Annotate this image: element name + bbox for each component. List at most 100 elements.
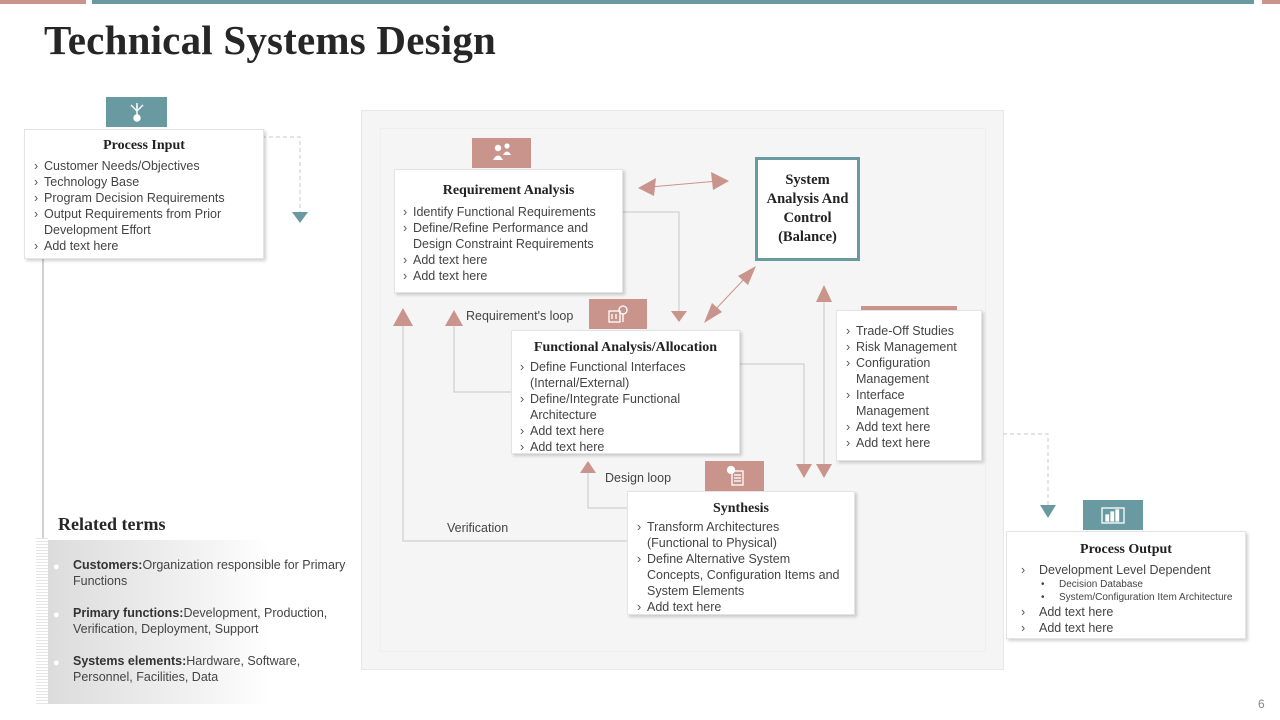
gear-document-icon [726,465,744,486]
arrow-down-synthesis [796,464,812,478]
bar-chart-icon [1101,507,1125,524]
arrow-up-balance [816,285,832,302]
related-term-item: ● Systems elements:Hardware, Software, P… [53,653,348,685]
functional-analysis-title: Functional Analysis/Allocation [533,340,718,355]
req-to-func-connector [622,211,680,312]
synthesis-icon-tab [705,461,764,491]
list-item: Output Requirements from Prior Developme… [34,206,255,238]
tradeoff-accent-bar [861,306,957,310]
list-item: Risk Management [846,339,973,355]
list-item: Development Level Dependent [1021,562,1237,578]
list-item: Transform Architectures (Functional to P… [637,519,844,551]
process-output-list: Development Level Dependent •Decision Da… [1021,562,1237,636]
process-input-card: Process Input Customer Needs/Objectives … [24,129,264,259]
list-item: Identify Functional Requirements [403,204,612,220]
list-item: Add text here [846,435,973,451]
requirements-loop-connector [453,325,512,393]
system-analysis-title: System Analysis And Control (Balance) [766,172,849,245]
synthesis-title: Synthesis [712,501,770,516]
sub-bullet-text: Decision Database [1059,579,1143,590]
list-item: Add text here [403,252,612,268]
term-description: Hardware, Software, Personnel, Facilitie… [73,654,301,684]
bullet-dot-icon: ● [53,609,60,621]
list-item: Add text here [520,423,729,439]
list-item: Add text here [520,439,729,455]
input-dashed-connector [262,136,301,212]
top-accent-bar-right [1262,0,1280,4]
synthesis-list: Transform Architectures (Functional to P… [637,519,844,615]
sub-bullet-item: •System/Configuration Item Architecture [1041,592,1233,603]
process-input-list: Customer Needs/Objectives Technology Bas… [34,158,255,254]
list-item: Add text here [846,419,973,435]
tradeoff-card: Trade-Off Studies Risk Management Config… [836,310,982,461]
functional-analysis-card: Functional Analysis/Allocation Define Fu… [511,330,740,455]
requirement-analysis-icon-tab [472,138,531,168]
sub-bullet-item: •Decision Database [1041,579,1143,590]
top-accent-bar-left [0,0,86,4]
process-input-icon-tab [106,97,167,127]
arrow-up-verification [393,308,413,326]
term-label: Customers: [73,558,143,572]
design-loop-connector [587,473,628,509]
func-to-synth-connector [739,363,805,465]
term-label: Primary functions: [73,606,184,620]
related-terms-list: ● Customers:Organization responsible for… [53,557,348,685]
design-loop-label: Design loop [605,471,672,485]
branch-icon [130,103,143,122]
arrow-up-design-loop [580,461,596,473]
arrow-balance-head [738,266,756,285]
process-output-title: Process Output [1080,542,1172,557]
term-label: Systems elements: [73,654,187,668]
requirement-analysis-list: Identify Functional Requirements Define/… [403,204,612,284]
tradeoff-list: Trade-Off Studies Risk Management Config… [846,323,973,451]
arrow-down-balance [816,464,832,478]
arrow-down-input [292,212,308,223]
list-item: Trade-Off Studies [846,323,973,339]
process-output-card: Process Output Development Level Depende… [1006,531,1246,639]
list-item: Add text here [34,238,255,254]
arrow-func-head [704,303,722,323]
list-item: Interface Management [846,387,973,419]
list-item: Define Functional Interfaces (Internal/E… [520,359,729,391]
diagram-panel-inner-frame [380,128,986,652]
slide-title: Technical Systems Design [44,17,497,63]
verification-label: Verification [447,521,509,535]
bullet-dot-icon: ● [53,657,60,669]
list-item: Define Alternative System Concepts, Conf… [637,551,844,599]
list-item: Add text here [403,268,612,284]
list-item: Configuration Management [846,355,973,387]
page-number: 6 [1258,697,1265,711]
synthesis-card: Synthesis Transform Architectures (Funct… [627,491,855,615]
output-dashed-connector [1003,433,1049,505]
process-output-icon-tab [1083,500,1143,530]
list-item: Customer Needs/Objectives [34,158,255,174]
bullet-dot-icon: ● [53,561,60,573]
term-description: Development, Production, Verification, D… [73,606,328,636]
list-item: Add text here [1021,620,1237,636]
arrow-down-output [1040,505,1056,518]
list-item: Add text here [1021,604,1237,620]
list-item: Technology Base [34,174,255,190]
verification-connector [402,325,628,542]
top-accent-bar-main [92,0,1254,4]
process-input-title: Process Input [103,138,185,153]
arrow-down-req-func [671,311,687,322]
list-item: Define/Integrate Functional Architecture [520,391,729,423]
list-item: Define/Refine Performance and Design Con… [403,220,612,252]
arrow-right-head [711,172,729,190]
requirements-loop-label: Requirement's loop [466,309,574,323]
requirement-analysis-card: Requirement Analysis Identify Functional… [394,169,623,293]
related-term-item: ● Customers:Organization responsible for… [53,557,348,589]
system-analysis-box: System Analysis And Control (Balance) [755,157,860,261]
list-item: Add text here [637,599,844,615]
requirement-analysis-title: Requirement Analysis [442,183,575,198]
arrow-up-req-loop [445,310,463,326]
term-description: Organization responsible for Primary Fun… [73,558,346,588]
functional-analysis-icon-tab [589,299,647,329]
arrow-left-head [638,178,656,196]
list-item: Program Decision Requirements [34,190,255,206]
related-terms-ruler [36,538,48,706]
related-term-item: ● Primary functions:Development, Product… [53,605,348,637]
functional-analysis-list: Define Functional Interfaces (Internal/E… [520,359,729,455]
related-terms-background [48,540,270,704]
